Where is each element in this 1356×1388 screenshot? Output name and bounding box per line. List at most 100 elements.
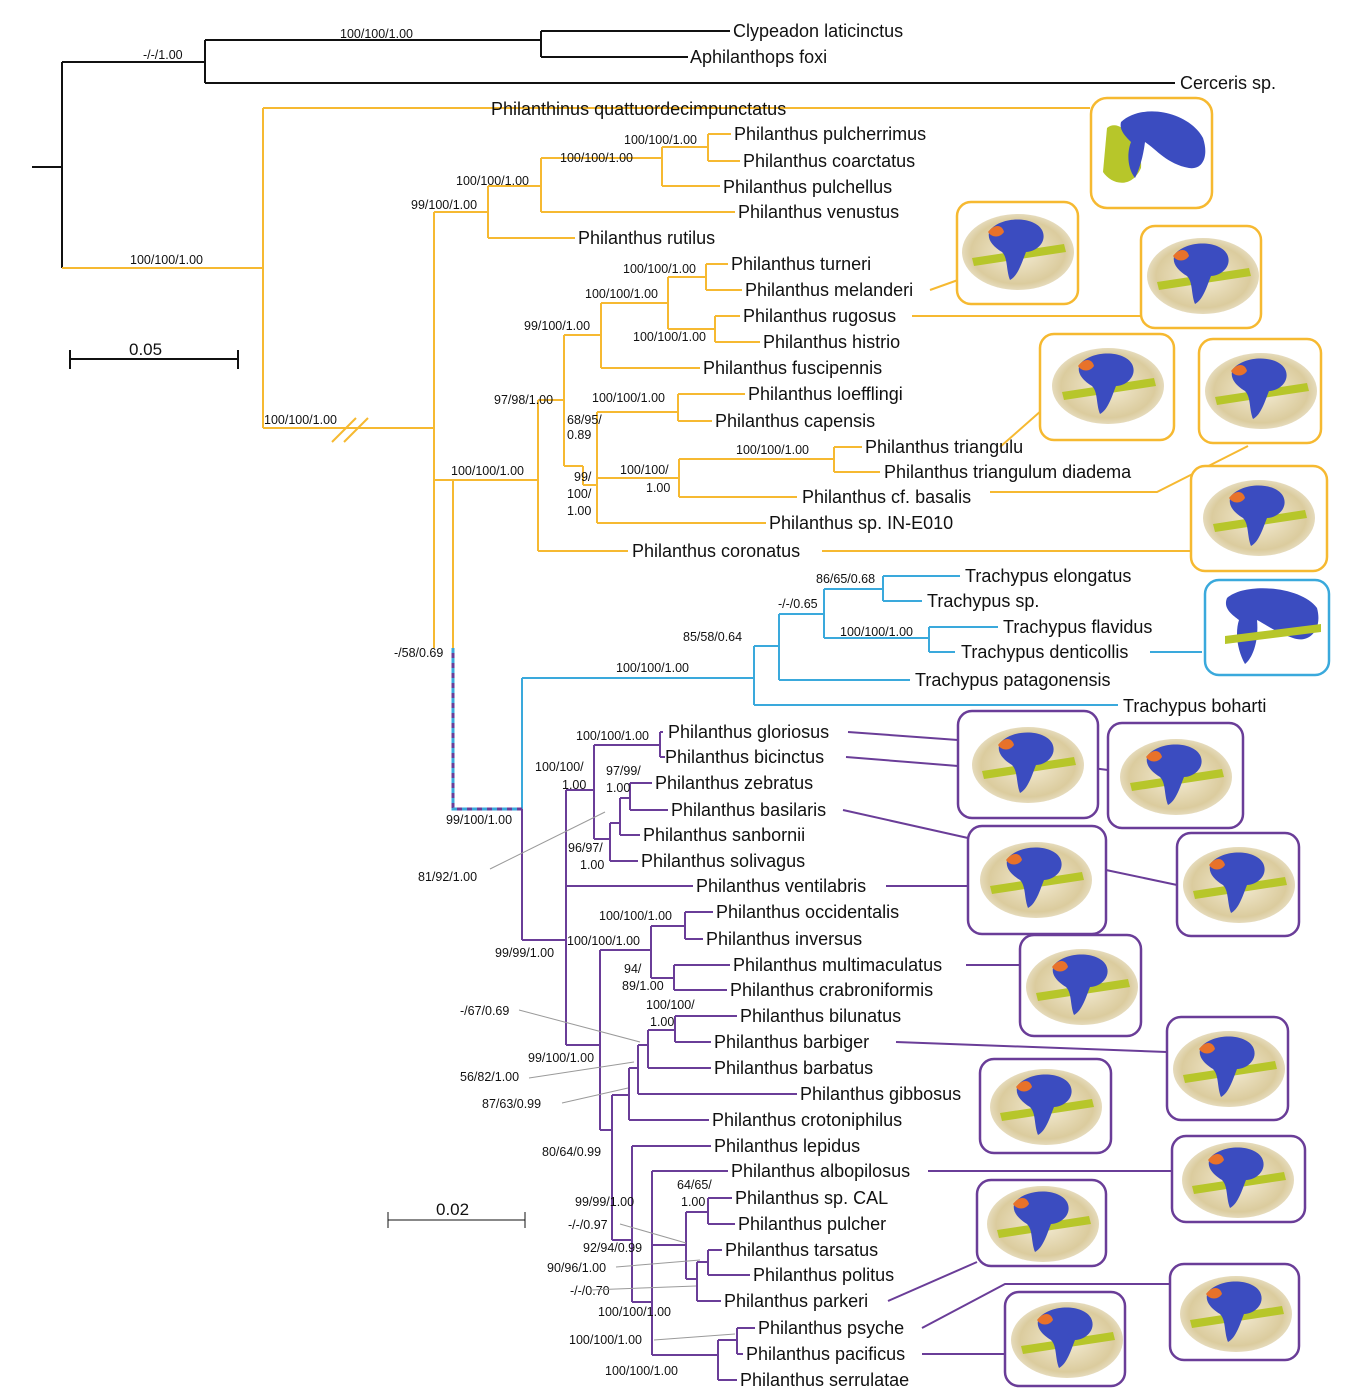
support-value: 100/100/1.00: [624, 133, 697, 147]
support-value: 100/100/1.00: [567, 934, 640, 948]
support-value: 99/100/1.00: [528, 1051, 594, 1065]
taxon-label: Philanthus loefflingi: [748, 384, 903, 404]
specimen-image: [1106, 721, 1245, 830]
axis-break: [331, 417, 369, 443]
taxon-label: Philanthus pulchellus: [723, 177, 892, 197]
dashed-stem-overlay: [451, 648, 522, 811]
support-value: 97/99/: [606, 764, 641, 778]
trachypus-clade: [521, 575, 1202, 809]
taxon-label: Philanthus coronatus: [632, 541, 800, 561]
specimen-image: [956, 709, 1100, 820]
taxon-label: Trachypus denticollis: [961, 642, 1128, 662]
specimen-image: [975, 1178, 1108, 1268]
support-value: 100/100/: [620, 463, 669, 477]
support-value: 1.00: [681, 1195, 705, 1209]
taxon-label: Philanthus multimaculatus: [733, 955, 942, 975]
taxon-label: Philanthus sp. CAL: [735, 1188, 888, 1208]
taxon-label: Philanthus basilaris: [671, 800, 826, 820]
support-value: 68/95/: [567, 413, 602, 427]
support-value: 64/65/: [677, 1178, 712, 1192]
taxon-label: Philanthus triangulum diadema: [884, 462, 1132, 482]
support-leaders: [489, 811, 736, 1341]
support-value: 100/100/1.00: [560, 151, 633, 165]
support-value: 100/100/1.00: [340, 27, 413, 41]
support-value: -/67/0.69: [460, 1004, 509, 1018]
taxon-label: Philanthus gibbosus: [800, 1084, 961, 1104]
taxon-label: Philanthus ventilabris: [696, 876, 866, 896]
specimen-image: [1139, 224, 1263, 330]
support-value: 1.00: [646, 481, 670, 495]
support-value: 100/100/: [535, 760, 584, 774]
taxon-label: Philanthus pulcherrimus: [734, 124, 926, 144]
outgroup-clade: [32, 30, 1175, 268]
support-value: 1.00: [562, 778, 586, 792]
specimen-image: [1203, 578, 1331, 677]
support-value: 1.00: [567, 504, 591, 518]
taxon-label: Philanthus coarctatus: [743, 151, 915, 171]
taxon-label: Philanthus solivagus: [641, 851, 805, 871]
taxon-label: Trachypus elongatus: [965, 566, 1131, 586]
support-value: 100/100/1.00: [840, 625, 913, 639]
taxon-label: Clypeadon laticinctus: [733, 21, 903, 41]
support-value: 0.89: [567, 428, 591, 442]
support-value: 96/97/: [568, 841, 603, 855]
taxon-label: Philanthus politus: [753, 1265, 894, 1285]
support-value: 100/100/1.00: [585, 287, 658, 301]
specimen-image: [1018, 933, 1143, 1038]
support-value: -/-/1.00: [143, 48, 183, 62]
dashed-stem: [451, 648, 522, 811]
taxon-label: Philanthus rugosus: [743, 306, 896, 326]
taxon-label: Philanthus pulcher: [738, 1214, 886, 1234]
support-value: 100/100/1.00: [616, 661, 689, 675]
taxon-label: Philanthus rutilus: [578, 228, 715, 248]
taxon-label: Philanthus psyche: [758, 1318, 904, 1338]
support-value: 97/98/1.00: [494, 393, 553, 407]
support-value: 100/100/1.00: [130, 253, 203, 267]
taxon-label: Philanthus sp. IN-E010: [769, 513, 953, 533]
support-value: 100/100/1.00: [592, 391, 665, 405]
support-value: 90/96/1.00: [547, 1261, 606, 1275]
support-value: 92/94/0.99: [583, 1241, 642, 1255]
support-value: 86/65/0.68: [816, 572, 875, 586]
support-value: 100/: [567, 487, 592, 501]
taxon-label: Philanthus inversus: [706, 929, 862, 949]
specimen-image: [978, 1057, 1113, 1155]
support-value: 100/100/1.00: [623, 262, 696, 276]
specimen-image: [1189, 464, 1329, 573]
taxon-label: Philanthus crabroniformis: [730, 980, 933, 1000]
taxon-labels: Clypeadon laticinctus Aphilanthops foxi …: [491, 21, 1276, 1388]
taxon-label: Trachypus patagonensis: [915, 670, 1110, 690]
support-value: 100/100/1.00: [598, 1305, 671, 1319]
support-values: 100/100/1.00 -/-/1.00 100/100/1.00 100/1…: [130, 27, 913, 1378]
taxon-label: Philanthinus quattuordecimpunctatus: [491, 99, 786, 119]
taxon-label: Philanthus capensis: [715, 411, 875, 431]
taxon-label: Philanthus zebratus: [655, 773, 813, 793]
support-value: 1.00: [606, 781, 630, 795]
taxon-label: Philanthus pacificus: [746, 1344, 905, 1364]
specimen-image: [1197, 337, 1323, 445]
support-value: 85/58/0.64: [683, 630, 742, 644]
support-value: 1.00: [580, 858, 604, 872]
taxon-label: Philanthus fuscipennis: [703, 358, 882, 378]
specimen-image: [1089, 96, 1214, 210]
support-value: 100/100/1.00: [264, 413, 337, 427]
support-value: 99/99/1.00: [495, 946, 554, 960]
scale-bar-label: 0.05: [129, 340, 162, 359]
support-value: 100/100/1.00: [633, 330, 706, 344]
specimen-image: [955, 200, 1080, 306]
taxon-label: Philanthus bilunatus: [740, 1006, 901, 1026]
taxon-label: Trachypus sp.: [927, 591, 1039, 611]
taxon-label: Philanthus turneri: [731, 254, 871, 274]
support-value: 99/: [574, 470, 592, 484]
support-value: 100/100/1.00: [569, 1333, 642, 1347]
taxon-label: Philanthus barbiger: [714, 1032, 869, 1052]
support-value: 89/1.00: [622, 979, 664, 993]
taxon-label: Philanthus barbatus: [714, 1058, 873, 1078]
support-value: 1.00: [650, 1015, 674, 1029]
new-world-clade: [521, 731, 1178, 1381]
taxon-label: Philanthus cf. basalis: [802, 487, 971, 507]
support-value: 100/100/1.00: [576, 729, 649, 743]
specimen-image: [1175, 831, 1301, 938]
support-value: 100/100/1.00: [605, 1364, 678, 1378]
support-value: 100/100/1.00: [456, 174, 529, 188]
